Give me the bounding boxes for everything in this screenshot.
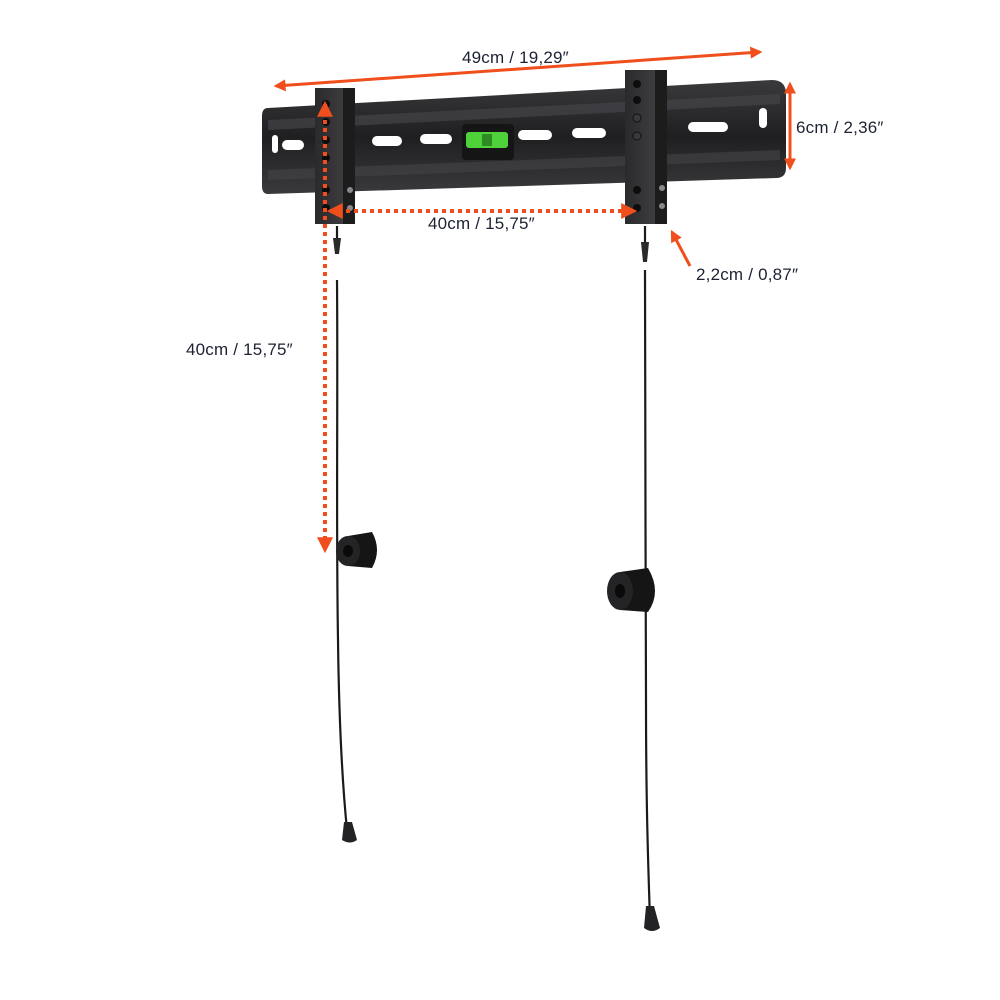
right-arm xyxy=(625,70,667,224)
label-height: 6cm / 2,36″ xyxy=(796,118,884,137)
safety-cords xyxy=(335,226,652,921)
label-overall-width: 49cm / 19,29″ xyxy=(462,48,569,67)
label-hole-spacing-horizontal: 40cm / 15,75″ xyxy=(428,214,535,233)
dimension-overall-width xyxy=(273,46,763,92)
spirit-level xyxy=(462,124,514,160)
cord-end-caps xyxy=(342,822,660,931)
wall-spacer-right xyxy=(607,568,655,612)
wall-spacer-left xyxy=(336,532,377,568)
label-hole-spacing-vertical: 40cm / 15,75″ xyxy=(186,340,293,359)
label-depth: 2,2cm / 0,87″ xyxy=(696,265,799,284)
cord-clips xyxy=(333,238,649,262)
mounting-slots xyxy=(272,108,767,153)
left-arm xyxy=(315,88,355,224)
dimension-depth-pointer xyxy=(670,229,692,267)
